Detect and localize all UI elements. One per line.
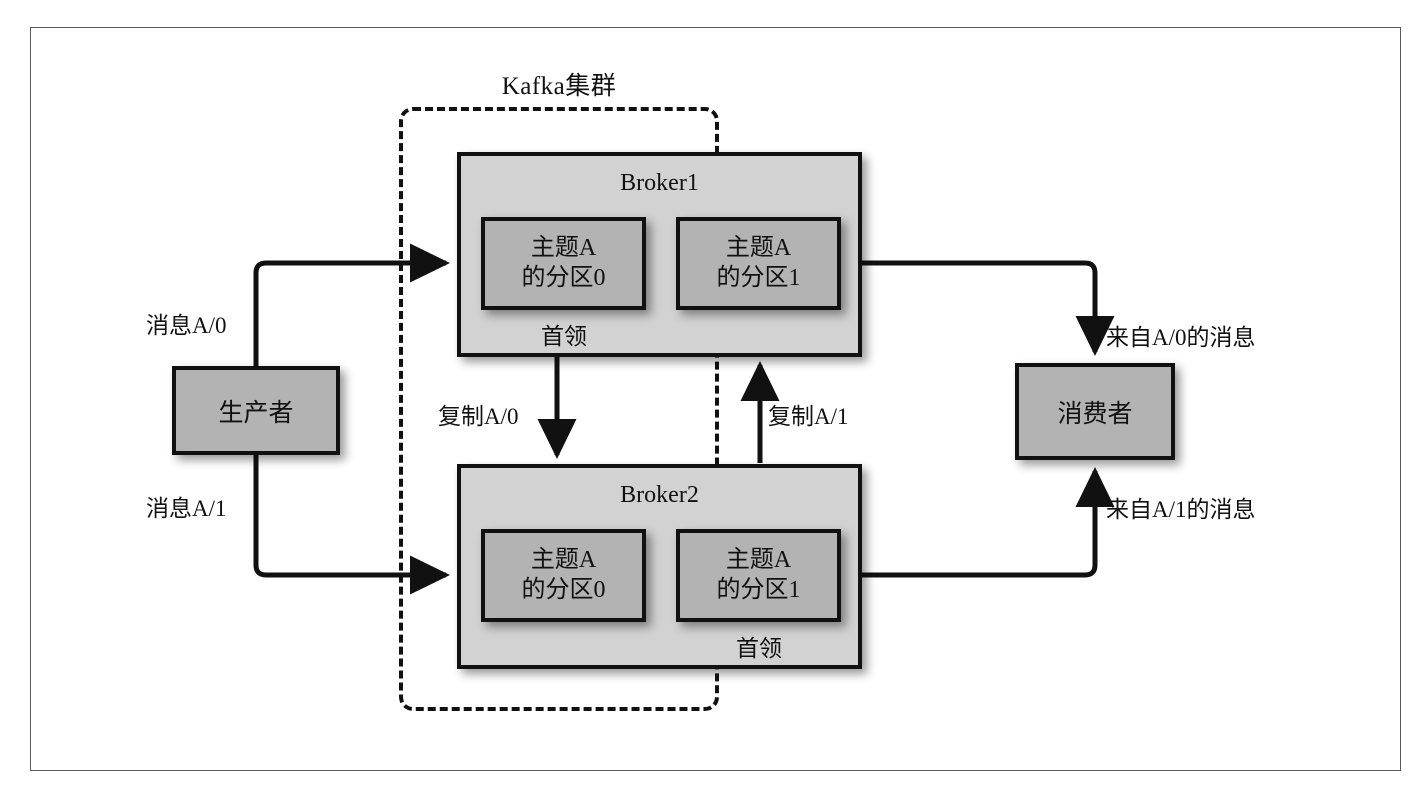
broker2-partition-0-line2: 的分区0 <box>521 576 606 603</box>
broker2-partition-0-line1: 主题A <box>530 547 597 574</box>
kafka-cluster-title: Kafka集群 <box>501 73 617 100</box>
broker2-partition-1-line1: 主题A <box>725 547 792 574</box>
broker1-partition-0-line1: 主题A <box>530 235 597 262</box>
producer-box[interactable]: 生产者 <box>172 366 340 455</box>
label-replicate-a0: 复制A/0 <box>438 404 519 429</box>
broker2-partition-1[interactable]: 主题A 的分区1 <box>676 529 841 622</box>
label-producer-msg-a1: 消息A/1 <box>146 496 227 521</box>
broker2-leader-label: 首领 <box>736 636 782 661</box>
label-producer-msg-a0: 消息A/0 <box>146 313 227 338</box>
broker1-partition-1-line1: 主题A <box>725 235 792 262</box>
broker2-partition-0[interactable]: 主题A 的分区0 <box>481 529 646 622</box>
broker1-partition-1-line2: 的分区1 <box>716 264 801 291</box>
broker1-title: Broker1 <box>620 170 699 196</box>
broker1-partition-0[interactable]: 主题A 的分区0 <box>481 217 646 310</box>
label-replicate-a1: 复制A/1 <box>768 404 849 429</box>
kafka-cluster-boundary <box>399 107 719 711</box>
broker1-leader-label: 首领 <box>541 324 587 349</box>
label-consume-msg-a1: 来自A/1的消息 <box>1106 497 1256 522</box>
broker1-partition-1[interactable]: 主题A 的分区1 <box>676 217 841 310</box>
consumer-box[interactable]: 消费者 <box>1015 363 1175 460</box>
broker2-title: Broker2 <box>620 482 699 508</box>
consumer-label: 消费者 <box>1057 400 1133 428</box>
broker1-partition-0-line2: 的分区0 <box>521 264 606 291</box>
label-consume-msg-a0: 来自A/0的消息 <box>1106 325 1256 350</box>
broker2-partition-1-line2: 的分区1 <box>716 576 801 603</box>
producer-label: 生产者 <box>218 399 294 427</box>
